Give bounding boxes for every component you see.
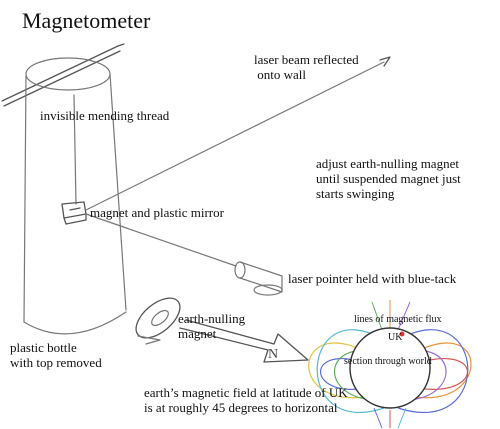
adjust-instruction-label: adjust earth-nulling magnet until suspen…: [316, 156, 461, 201]
field-arrow: [179, 319, 309, 363]
nulling-magnet-shape: [135, 297, 181, 345]
laser-pointer-shape: [234, 261, 283, 296]
arrow-n-label: N: [268, 347, 279, 362]
plastic-bottle: [23, 57, 127, 335]
support-rod: [1, 43, 125, 107]
flux-lines-label: lines of magnetic flux: [354, 314, 442, 325]
incoming-laser-beam: [85, 213, 237, 267]
bottle-label: plastic bottle with top removed: [10, 340, 102, 370]
uk-label: UK: [388, 332, 403, 343]
magnet-mirror-shape: [61, 201, 87, 225]
magnet-mirror-label: magnet and plastic mirror: [90, 205, 224, 220]
earth-field-label: earth’s magnetic field at latitude of UK…: [144, 385, 348, 415]
reflected-laser-beam: [85, 56, 391, 211]
laser-beam-label: laser beam reflected onto wall: [254, 52, 359, 82]
laser-pointer-label: laser pointer held with blue-tack: [288, 271, 457, 286]
nulling-magnet-label: earth-nulling magnet: [178, 311, 246, 341]
section-label: section through world: [344, 356, 432, 367]
diagram-title: Magnetometer: [22, 8, 151, 33]
earth-section: [308, 300, 472, 429]
suspension-thread: [73, 94, 77, 205]
thread-label: invisible mending thread: [40, 108, 170, 123]
